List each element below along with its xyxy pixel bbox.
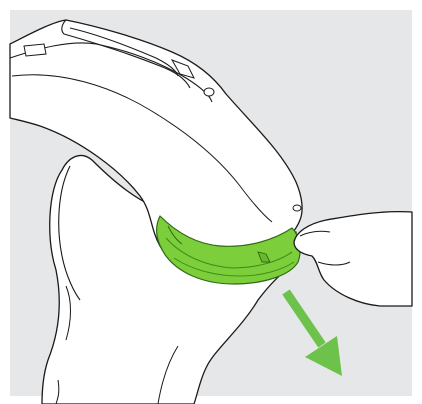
tip-stud-icon bbox=[293, 205, 301, 211]
microphone-slot-icon bbox=[24, 44, 46, 56]
microphone-port-icon bbox=[204, 88, 214, 96]
